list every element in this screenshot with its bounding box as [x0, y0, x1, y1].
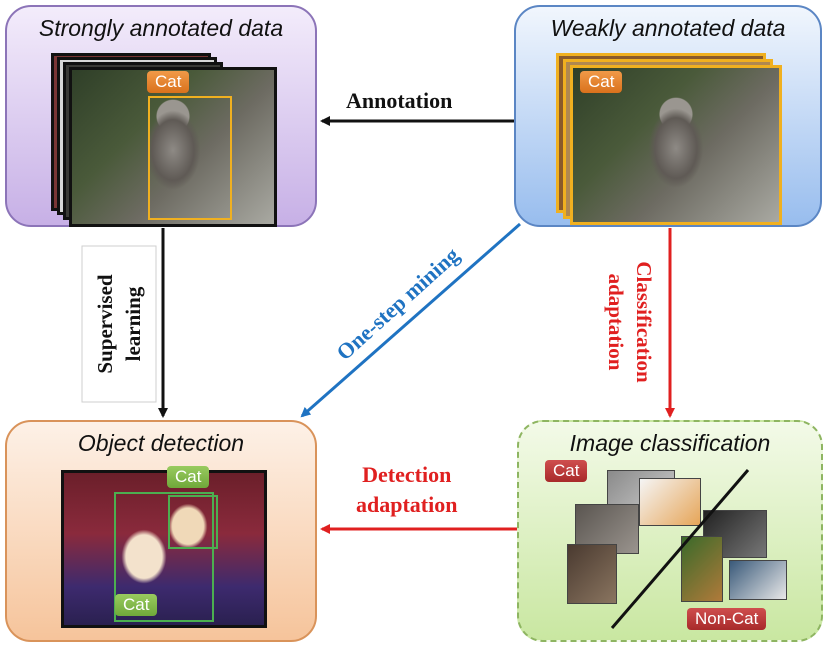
supervised-learning-label: Supervised learning [91, 274, 147, 373]
noncat-thumbnail-swan [729, 560, 787, 600]
classification-adaptation-line1: Classification [632, 261, 656, 383]
classification-adaptation-line2: adaptation [604, 273, 628, 371]
detection-adaptation-line2: adaptation [356, 492, 458, 517]
classification-adaptation-label: Classification adaptation [602, 261, 658, 382]
cat-label-tag: Cat [580, 71, 623, 93]
supervised-label-frame [81, 245, 157, 403]
class-divider-line [610, 469, 750, 629]
weak-data-title: Weakly annotated data [550, 15, 786, 41]
image-classification-title: Image classification [569, 430, 771, 456]
cat-photo [570, 65, 782, 225]
strong-data-title: Strongly annotated data [38, 15, 284, 41]
annotation-label: Annotation [346, 88, 453, 113]
cat-label-tag-bottom: Cat [115, 594, 158, 616]
object-detection-panel: Object detection Cat Cat [5, 420, 317, 642]
supervised-label-line1: Supervised [93, 274, 117, 374]
noncat-thumbnail-horse [681, 536, 723, 602]
cat-thumbnail-dark [567, 544, 617, 604]
cat-class-tag: Cat [545, 460, 588, 482]
cat-thumbnail-orange [639, 478, 701, 526]
weak-data-panel: Weakly annotated data Cat [514, 5, 822, 227]
cat-bounding-box [148, 96, 232, 220]
strong-data-panel: Strongly annotated data Cat [5, 5, 317, 227]
noncat-class-tag: Non-Cat [687, 608, 767, 630]
supervised-label-line2: learning [121, 286, 145, 362]
detection-adaptation-line1: Detection [362, 462, 452, 487]
kitten-bounding-box-right [168, 495, 218, 549]
kitten-bounding-box-left [114, 492, 214, 622]
kittens-photo [61, 470, 267, 628]
cat-label-tag: Cat [147, 71, 190, 93]
cat-photo [69, 67, 277, 227]
one-step-mining-arrow [300, 222, 521, 418]
detection-adaptation-label: Detection adaptation [356, 460, 457, 520]
cat-label-tag-top: Cat [167, 466, 210, 488]
image-classification-panel: Image classification Cat Non-Cat [517, 420, 823, 642]
object-detection-title: Object detection [77, 430, 245, 456]
